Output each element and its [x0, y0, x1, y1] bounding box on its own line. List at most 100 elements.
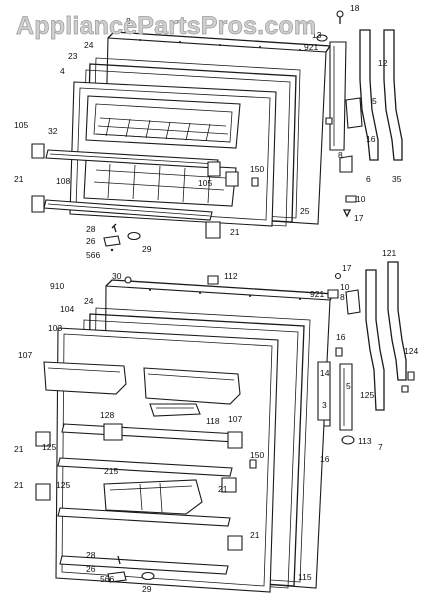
lower-part-callout: 104 — [60, 304, 74, 314]
butter-door-right — [143, 367, 241, 405]
lower-part-callout: 21 — [14, 444, 24, 454]
upper-part-callout: 32 — [48, 126, 58, 136]
lower-part-callout: 121 — [382, 248, 396, 258]
hinge-block-5 — [345, 97, 363, 129]
bracket-right-lower — [205, 221, 221, 239]
upper-part-callout: 26 — [86, 236, 96, 246]
upper-part-callout: 29 — [142, 244, 152, 254]
hinge-part-8 — [339, 155, 353, 173]
upper-part-callout: 16 — [366, 134, 376, 144]
lower-part-callout: 21 — [14, 480, 24, 490]
lower-part-callout: 21 — [218, 484, 228, 494]
upper-part-callout: 23 — [68, 51, 78, 61]
lower-part-callout: 16 — [320, 454, 330, 464]
upper-part-callout: 105 — [198, 178, 212, 188]
upper-part-callout: 13 — [312, 30, 322, 40]
lower-part-callout: 7 — [378, 442, 383, 452]
lower-part-callout: 112 — [224, 271, 238, 281]
shelf-bin-215 — [103, 479, 203, 515]
strip-125 — [339, 363, 353, 431]
part-3 — [323, 419, 331, 427]
door-shelf-bar-bottom — [59, 555, 229, 575]
egg-tray-118 — [149, 403, 201, 417]
lower-part-callout: 118 — [206, 416, 220, 426]
lower-part-callout: 125 — [56, 480, 70, 490]
lower-part-callout: 17 — [342, 263, 352, 273]
upper-part-callout: 108 — [56, 176, 70, 186]
lower-part-callout: 128 — [100, 410, 114, 420]
part-28-lower — [117, 555, 121, 565]
lower-part-callout: 16 — [336, 332, 346, 342]
freezer-liner-inner-edge — [75, 87, 271, 221]
upper-part-callout: 105 — [14, 120, 28, 130]
lower-part-callout: 26 — [86, 564, 96, 574]
door-shelf-bar-lower — [57, 507, 231, 527]
part-26 — [103, 235, 121, 247]
upper-part-callout: 4 — [60, 66, 65, 76]
fresh-food-door-assembly — [35, 261, 415, 593]
lower-part-callout: 107 — [228, 414, 242, 424]
lower-part-callout: 24 — [84, 296, 94, 306]
freezer-hinge-strip — [329, 41, 347, 151]
part-16-right — [401, 385, 409, 393]
part-16-lower — [335, 347, 343, 357]
upper-part-callout: 35 — [392, 174, 402, 184]
hinge-bar-7 — [365, 269, 385, 411]
upper-part-callout: 21 — [14, 174, 24, 184]
bracket-right-1 — [227, 431, 243, 449]
upper-part-callout: 10 — [356, 194, 366, 204]
bracket-105-left — [31, 143, 45, 159]
part-17 — [342, 209, 352, 218]
part-124 — [407, 371, 415, 381]
freezer-lower-grid — [93, 163, 227, 204]
part-29 — [127, 231, 141, 241]
lower-part-callout: 21 — [250, 530, 260, 540]
freezer-door-assembly — [31, 10, 403, 252]
freezer-panel-flange — [107, 31, 332, 53]
upper-part-callout: 24 — [84, 40, 94, 50]
screw-18 — [336, 10, 344, 18]
part-26-lower — [107, 571, 127, 583]
upper-part-callout: 5 — [372, 96, 377, 106]
bracket-right-3 — [227, 535, 243, 551]
lower-part-callout: 125 — [360, 390, 374, 400]
lower-part-callout: 215 — [104, 466, 118, 476]
part-113 — [341, 435, 355, 445]
upper-part-callout: 566 — [86, 250, 100, 260]
upper-part-callout: 18 — [350, 3, 360, 13]
bracket-21-left-lower — [35, 483, 51, 501]
plug-13 — [316, 34, 328, 42]
hinge-bar-35 — [383, 29, 403, 161]
hinge-bar-12 — [359, 29, 379, 161]
upper-part-callout: 21 — [230, 227, 240, 237]
upper-part-callout: 150 — [250, 164, 264, 174]
bracket-right-2 — [221, 477, 237, 493]
lower-part-callout: 113 — [358, 436, 372, 446]
freezer-shelf-grid — [95, 117, 231, 143]
part-8-lower — [327, 289, 339, 299]
bracket-105-right — [225, 171, 239, 187]
upper-part-callout: 6 — [366, 174, 371, 184]
lower-part-callout: 124 — [404, 346, 418, 356]
upper-part-callout: 8 — [126, 16, 131, 26]
part-150-lower — [249, 459, 257, 469]
bracket-21-left — [31, 195, 45, 213]
screw-17 — [334, 272, 342, 280]
upper-part-callout: 25 — [300, 206, 310, 216]
lower-part-callout: 14 — [320, 368, 330, 378]
lower-part-callout: 5 — [346, 381, 351, 391]
hinge-block-5-lower — [345, 289, 361, 315]
lower-part-callout: 115 — [298, 572, 312, 582]
lower-part-callout: 3 — [322, 400, 327, 410]
lower-part-callout: 150 — [250, 450, 264, 460]
lower-part-callout: 921 — [310, 289, 324, 299]
lower-part-callout: 107 — [18, 350, 32, 360]
bracket-right-upper — [207, 161, 221, 177]
screw-30 — [124, 276, 132, 284]
door-shelf-bar-middle — [57, 457, 233, 477]
bracket-21-left-upper — [35, 431, 51, 447]
part-28 — [111, 223, 117, 233]
